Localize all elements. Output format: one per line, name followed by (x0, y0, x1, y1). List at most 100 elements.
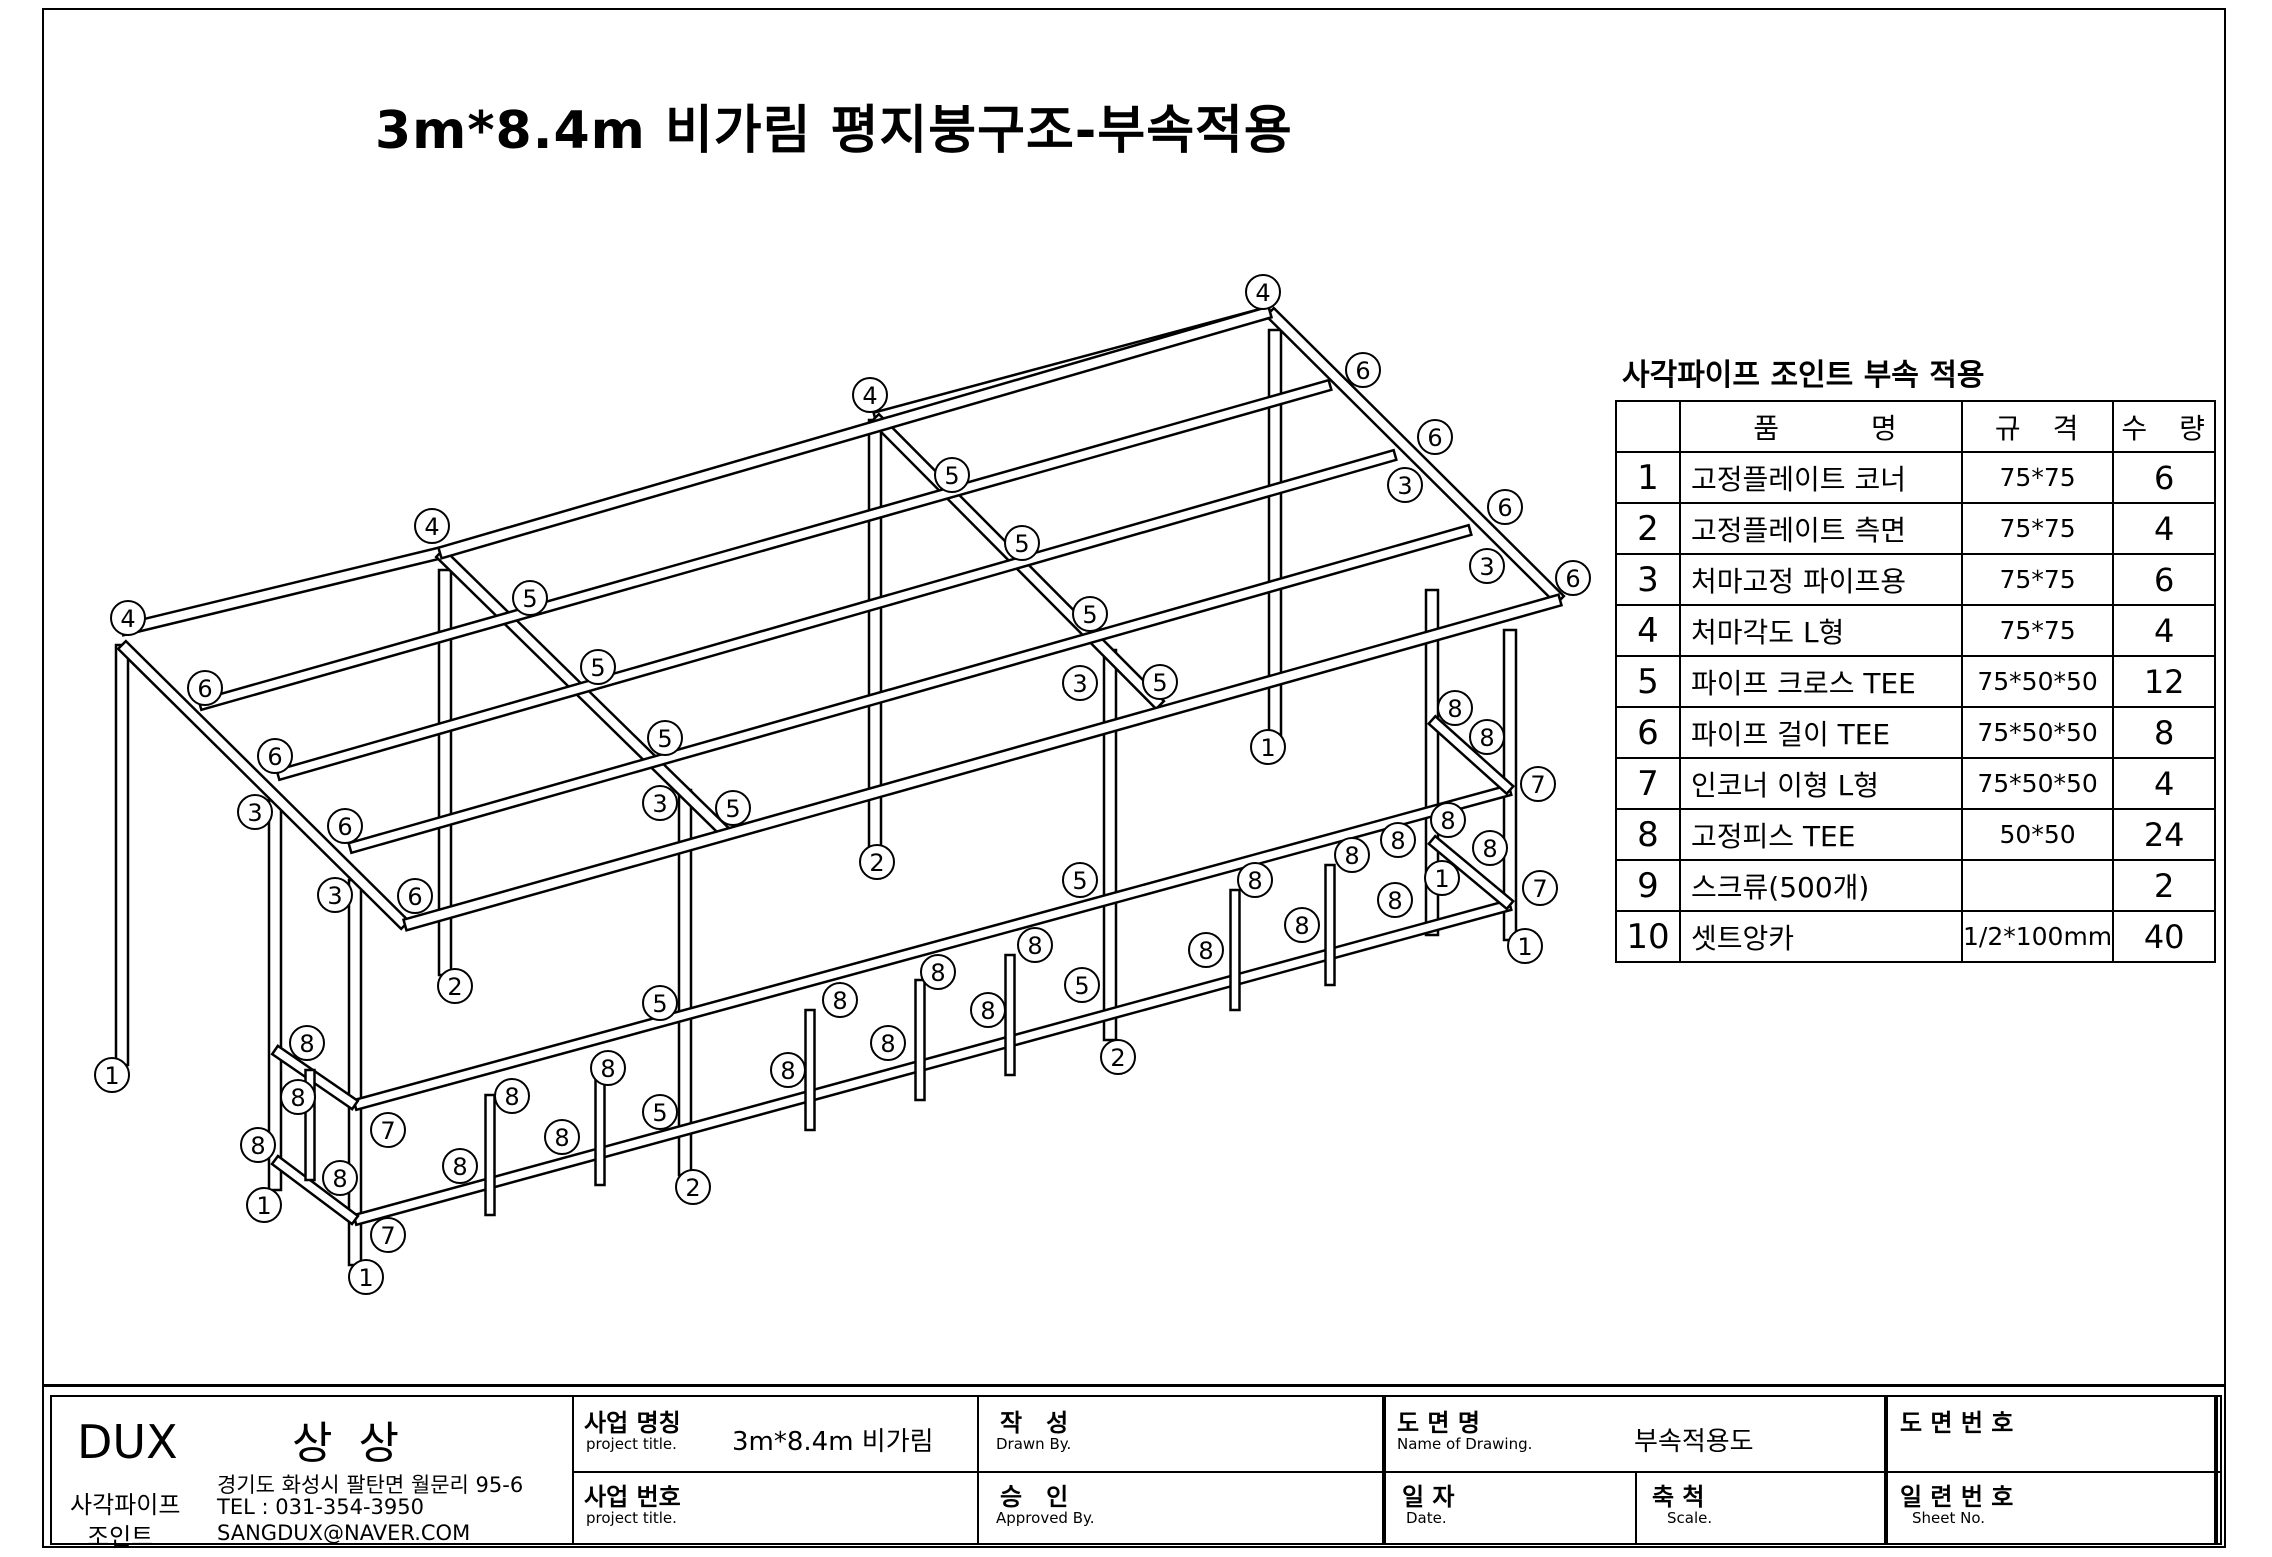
svg-text:4: 4 (1255, 279, 1270, 307)
callout-6: 6 (187, 670, 223, 706)
callout-6: 6 (1555, 560, 1591, 596)
approved-by-sub: Approved By. (996, 1509, 1095, 1527)
bom-cell-spec: 75*50*50 (1960, 706, 2115, 759)
bom-cell-name: 인코너 이형 L형 (1679, 757, 1963, 810)
svg-text:4: 4 (862, 382, 877, 410)
callout-1: 1 (348, 1259, 384, 1295)
scale-sub: Scale. (1667, 1509, 1713, 1527)
tb-divider (1382, 1397, 1386, 1543)
callout-6: 6 (1345, 352, 1381, 388)
bom-header-cell: 품 명 (1679, 400, 1963, 453)
bom-cell-no: 2 (1615, 502, 1681, 555)
bom-cell-qty: 8 (2112, 706, 2217, 759)
callout-5: 5 (1064, 967, 1100, 1003)
svg-text:3: 3 (1072, 670, 1087, 698)
pipe-member (119, 546, 443, 637)
drawing-title: 3m*8.4m 비가림 평지붕구조-부속적용 (375, 101, 1293, 161)
svg-text:1: 1 (358, 1264, 373, 1292)
callout-6: 6 (1487, 489, 1523, 525)
callout-8: 8 (1377, 882, 1413, 918)
pipe-member (270, 1154, 360, 1226)
callout-8: 8 (442, 1148, 478, 1184)
company-email: SANGDUX@NAVER.COM (217, 1521, 471, 1545)
callout-6: 6 (327, 808, 363, 844)
project-name-sub: project title. (586, 1435, 677, 1453)
drawn-by-sub: Drawn By. (996, 1435, 1072, 1453)
svg-text:2: 2 (685, 1174, 700, 1202)
svg-text:8: 8 (980, 997, 995, 1025)
callout-4: 4 (414, 508, 450, 544)
callout-8: 8 (870, 1025, 906, 1061)
svg-text:8: 8 (1198, 937, 1213, 965)
svg-text:3: 3 (1397, 472, 1412, 500)
bom-header-cell: 규 격 (1960, 400, 2115, 453)
callout-6: 6 (397, 878, 433, 914)
pipe-member (1426, 714, 1516, 796)
pipe-member (267, 798, 283, 1192)
project-name-label: 사업 명칭 (584, 1409, 681, 1437)
svg-text:1: 1 (1434, 865, 1449, 893)
bom-cell-no: 3 (1615, 553, 1681, 606)
bom-cell-spec (1960, 859, 2115, 912)
svg-text:8: 8 (1482, 835, 1497, 863)
callout-3: 3 (1062, 665, 1098, 701)
project-name-value: 3m*8.4m 비가림 (732, 1427, 934, 1457)
callout-5: 5 (1062, 862, 1098, 898)
pipe-member (114, 643, 130, 1067)
bom-cell-spec: 1/2*100mm (1960, 910, 2115, 963)
svg-text:8: 8 (1447, 695, 1462, 723)
bom-cell-spec: 50*50 (1960, 808, 2115, 861)
callout-8: 8 (289, 1025, 325, 1061)
svg-text:8: 8 (930, 959, 945, 987)
svg-text:8: 8 (554, 1124, 569, 1152)
tb-divider (977, 1397, 979, 1543)
date-label: 일 자 (1402, 1483, 1455, 1511)
callout-5: 5 (934, 457, 970, 493)
svg-text:3: 3 (652, 790, 667, 818)
svg-text:6: 6 (267, 743, 282, 771)
drawing-name-label: 도 면 명 (1397, 1409, 1480, 1437)
callout-8: 8 (1334, 837, 1370, 873)
sheet-no-label: 일 련 번 호 (1900, 1483, 2014, 1511)
svg-text:8: 8 (780, 1057, 795, 1085)
svg-text:3: 3 (327, 882, 342, 910)
pipe-member (914, 978, 926, 1102)
svg-text:8: 8 (1440, 807, 1455, 835)
bom-cell-name: 파이프 크로스 TEE (1679, 655, 1963, 708)
company-tel: TEL : 031-354-3950 (217, 1495, 424, 1519)
svg-text:7: 7 (1530, 771, 1545, 799)
bom-cell-name: 파이프 걸이 TEE (1679, 706, 1963, 759)
callout-8: 8 (1284, 907, 1320, 943)
pipe-member (1229, 888, 1241, 1012)
callout-8: 8 (920, 954, 956, 990)
svg-text:2: 2 (447, 973, 462, 1001)
svg-text:5: 5 (652, 990, 667, 1018)
svg-text:6: 6 (197, 675, 212, 703)
bom-cell-spec: 75*75 (1960, 451, 2115, 504)
svg-text:5: 5 (1074, 972, 1089, 1000)
svg-text:1: 1 (1260, 734, 1275, 762)
drawing-no-label: 도 면 번 호 (1900, 1409, 2014, 1437)
bom-cell-name: 스크류(500개) (1679, 859, 1963, 912)
callout-8: 8 (494, 1078, 530, 1114)
svg-text:5: 5 (944, 462, 959, 490)
bom-cell-name: 고정플레이트 측면 (1679, 502, 1963, 555)
callout-5: 5 (580, 649, 616, 685)
callout-3: 3 (237, 794, 273, 830)
svg-text:6: 6 (1497, 494, 1512, 522)
callout-5: 5 (642, 1094, 678, 1130)
callout-8: 8 (1017, 927, 1053, 963)
bom-cell-no: 7 (1615, 757, 1681, 810)
svg-text:6: 6 (1355, 357, 1370, 385)
svg-text:6: 6 (1565, 565, 1580, 593)
callout-1: 1 (1507, 928, 1543, 964)
svg-text:5: 5 (590, 654, 605, 682)
callout-2: 2 (1100, 1039, 1136, 1075)
bom-cell-qty: 6 (2112, 553, 2217, 606)
callout-7: 7 (370, 1217, 406, 1253)
svg-text:8: 8 (1294, 912, 1309, 940)
callout-1: 1 (1250, 729, 1286, 765)
